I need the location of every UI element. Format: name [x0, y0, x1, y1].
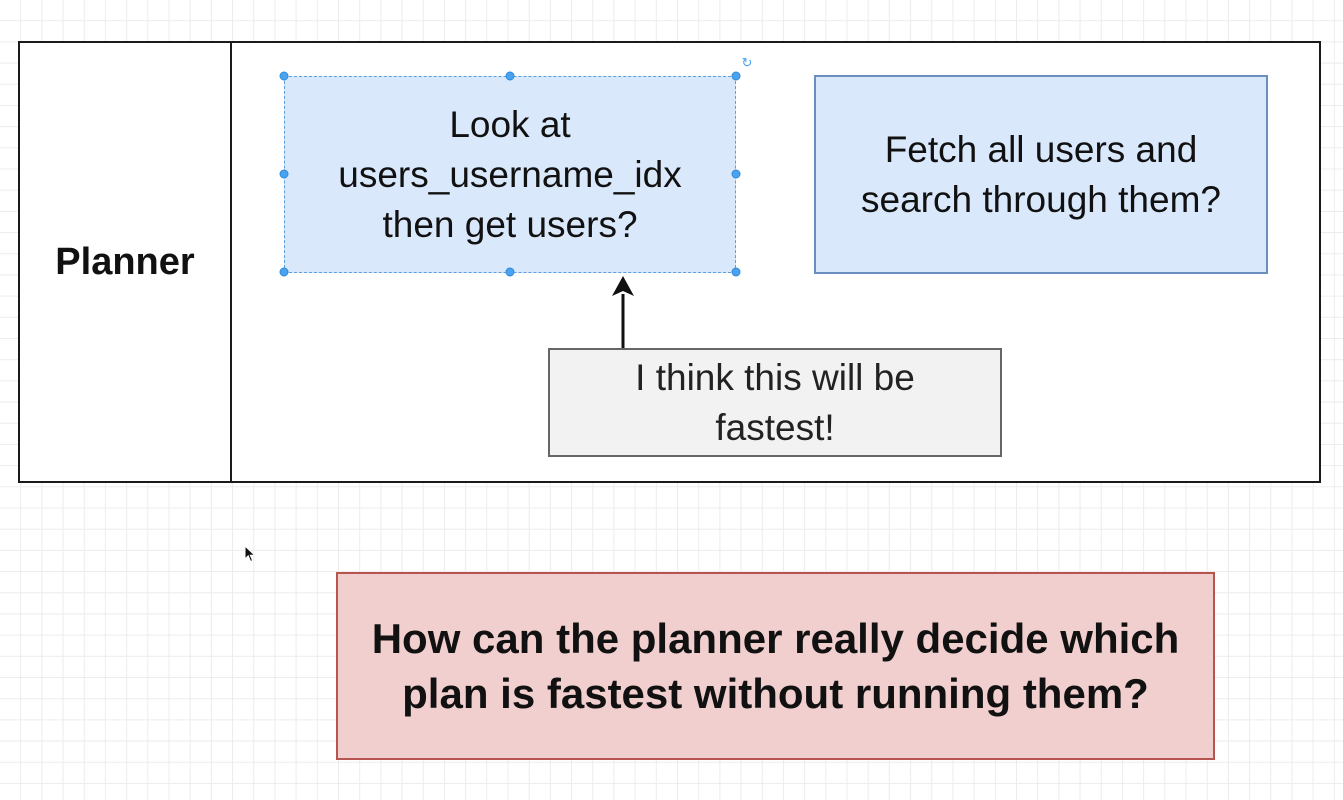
selection-handle-middle-right[interactable]	[731, 169, 741, 179]
plan-box-index-lookup[interactable]: Look at users_username_idx then get user…	[284, 76, 736, 273]
lane-label-planner[interactable]: Planner	[20, 43, 232, 481]
note-box[interactable]: I think this will be fastest!	[548, 348, 1002, 457]
plan-box-full-scan[interactable]: Fetch all users and search through them?	[814, 75, 1268, 274]
plan-box-index-lookup-text: Look at users_username_idx then get user…	[338, 103, 682, 245]
plan-box-full-scan-text: Fetch all users and search through them?	[861, 128, 1221, 220]
question-box-text: How can the planner really decide which …	[371, 615, 1180, 717]
selection-handle-top-middle[interactable]	[505, 71, 515, 81]
question-box[interactable]: How can the planner really decide which …	[336, 572, 1215, 760]
selection-handle-bottom-left[interactable]	[279, 267, 289, 277]
selection-handle-top-left[interactable]	[279, 71, 289, 81]
selection-handle-bottom-middle[interactable]	[505, 267, 515, 277]
selection-handle-bottom-right[interactable]	[731, 267, 741, 277]
selection-handle-middle-left[interactable]	[279, 169, 289, 179]
rotate-icon[interactable]: ↻	[741, 55, 753, 70]
note-box-text: I think this will be fastest!	[635, 356, 915, 448]
mouse-pointer-icon	[244, 545, 256, 563]
selection-handle-top-right[interactable]	[731, 71, 741, 81]
